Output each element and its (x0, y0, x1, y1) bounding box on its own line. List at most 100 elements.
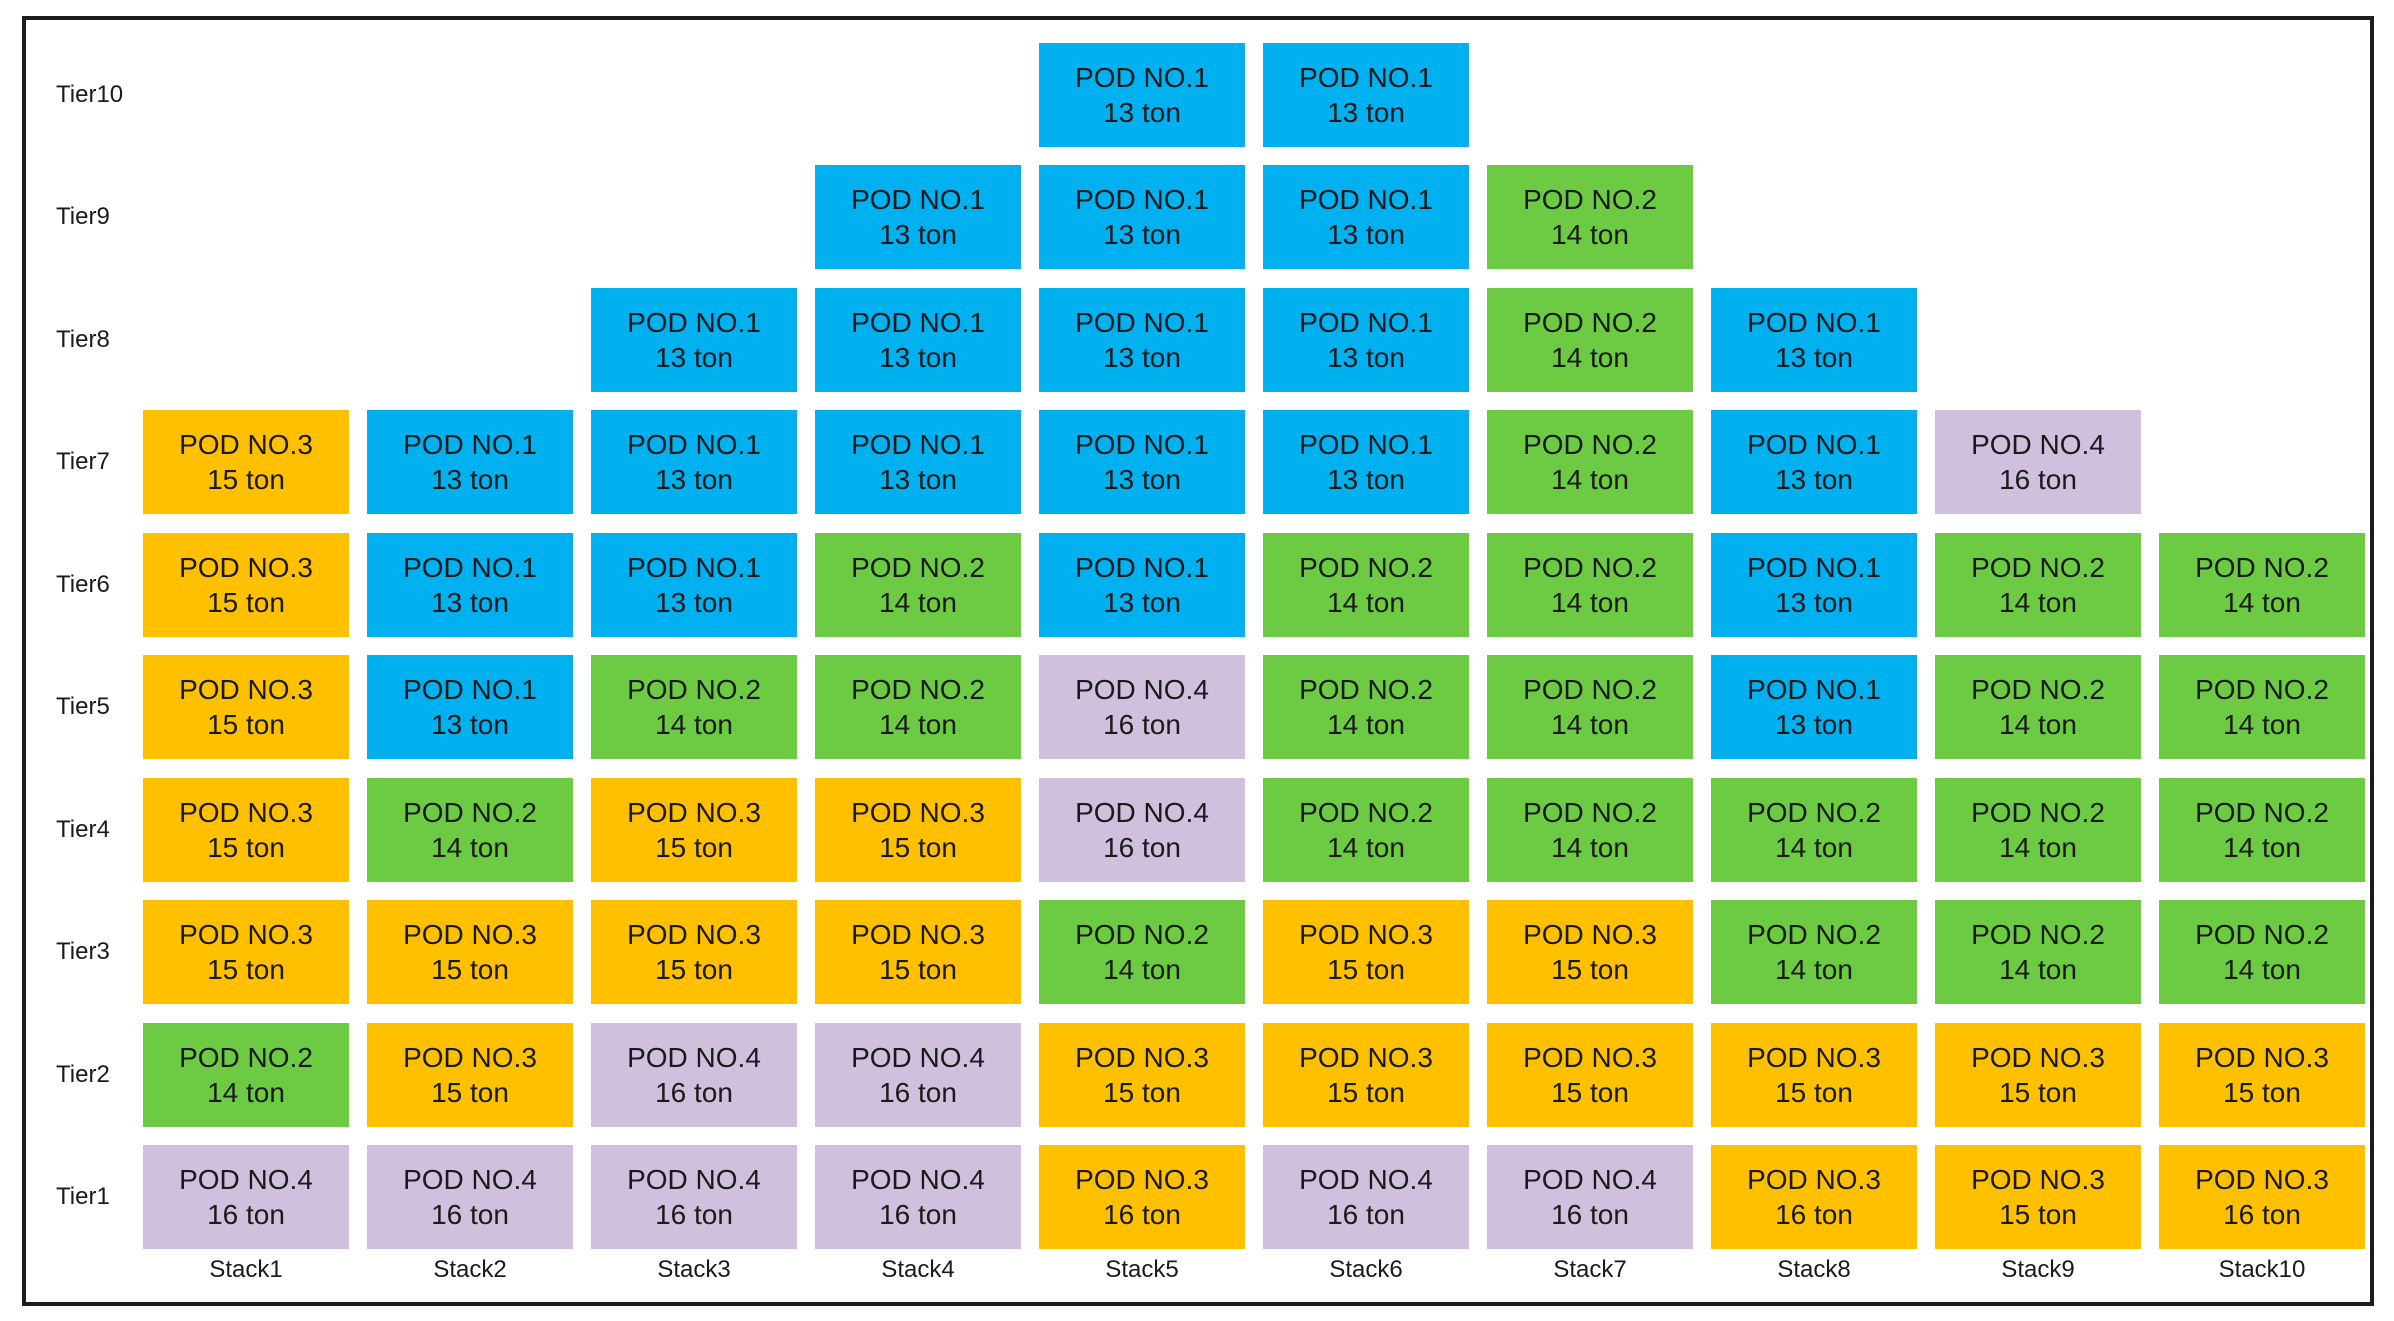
container-cell: POD NO.4 16 ton (1935, 410, 2141, 514)
container-pod: POD NO.1 (1299, 429, 1433, 460)
container-pod: POD NO.3 (179, 919, 313, 950)
container-pod: POD NO.3 (403, 919, 537, 950)
container-pod: POD NO.3 (179, 551, 313, 583)
container-weight: 13 ton (1103, 464, 1181, 495)
container-weight: 14 ton (2223, 831, 2301, 863)
container-weight: 15 ton (207, 464, 285, 495)
container-weight: 14 ton (879, 709, 957, 740)
container-pod: POD NO.1 (403, 551, 537, 583)
container-weight: 16 ton (1999, 464, 2077, 495)
container-pod: POD NO.3 (1299, 1041, 1433, 1073)
stack-label: Stack10 (2218, 1256, 2306, 1283)
container-weight: 14 ton (1327, 831, 1405, 863)
container-weight: 13 ton (655, 464, 733, 495)
container-weight: 13 ton (1775, 709, 1853, 740)
container-weight: 15 ton (1551, 1076, 1629, 1108)
container-pod: POD NO.2 (1971, 796, 2105, 828)
container-weight: 15 ton (431, 1076, 509, 1108)
container-pod: POD NO.4 (851, 1164, 985, 1195)
container-pod: POD NO.1 (1299, 61, 1433, 93)
container-weight: 16 ton (655, 1076, 733, 1108)
stack-label: Stack3 (657, 1256, 731, 1283)
container-pod: POD NO.1 (1747, 674, 1881, 705)
container-pod: POD NO.2 (1971, 919, 2105, 950)
container-pod: POD NO.2 (1523, 306, 1657, 338)
container-weight: 16 ton (879, 1199, 957, 1230)
container-pod: POD NO.2 (1523, 674, 1657, 705)
container-weight: 15 ton (431, 954, 509, 985)
container-weight: 14 ton (1999, 586, 2077, 618)
container-pod: POD NO.3 (1971, 1041, 2105, 1073)
container-pod: POD NO.3 (1523, 919, 1657, 950)
container-pod: POD NO.3 (1075, 1164, 1209, 1195)
container-weight: 13 ton (1775, 586, 1853, 618)
container-pod: POD NO.2 (1523, 184, 1657, 215)
container-pod: POD NO.2 (851, 551, 985, 583)
container-weight: 14 ton (1775, 954, 1853, 985)
tier-label: Tier7 (56, 448, 110, 475)
container-pod: POD NO.4 (1971, 429, 2105, 460)
container-weight: 13 ton (1103, 219, 1181, 250)
container-weight: 16 ton (1775, 1199, 1853, 1230)
tier-label: Tier5 (56, 693, 110, 720)
container-cell: POD NO.1 13 ton (1711, 655, 1917, 759)
container-pod: POD NO.1 (1075, 551, 1209, 583)
container-pod: POD NO.3 (1523, 1041, 1657, 1073)
container-pod: POD NO.2 (1971, 551, 2105, 583)
stack-label: Stack4 (881, 1256, 955, 1283)
container-pod: POD NO.3 (179, 429, 313, 460)
stack-label: Stack8 (1777, 1256, 1851, 1283)
container-pod: POD NO.1 (1075, 429, 1209, 460)
container-pod: POD NO.2 (1971, 674, 2105, 705)
tier-label: Tier2 (56, 1060, 110, 1088)
container-pod: POD NO.2 (1299, 674, 1433, 705)
container-weight: 14 ton (1551, 586, 1629, 618)
container-weight: 15 ton (1327, 954, 1405, 985)
stack-label: Stack2 (433, 1256, 507, 1283)
stack-label: Stack5 (1105, 1256, 1179, 1283)
container-pod: POD NO.4 (1523, 1164, 1657, 1195)
container-weight: 13 ton (879, 464, 957, 495)
container-weight: 15 ton (655, 831, 733, 863)
container-weight: 13 ton (1327, 96, 1405, 128)
container-pod: POD NO.4 (627, 1041, 761, 1073)
container-pod: POD NO.4 (403, 1164, 537, 1195)
container-weight: 16 ton (1327, 1199, 1405, 1230)
container-weight: 15 ton (879, 954, 957, 985)
container-pod: POD NO.4 (627, 1164, 761, 1195)
container-pod: POD NO.1 (627, 551, 761, 583)
container-pod: POD NO.4 (1299, 1164, 1433, 1195)
container-pod: POD NO.1 (1075, 306, 1209, 338)
